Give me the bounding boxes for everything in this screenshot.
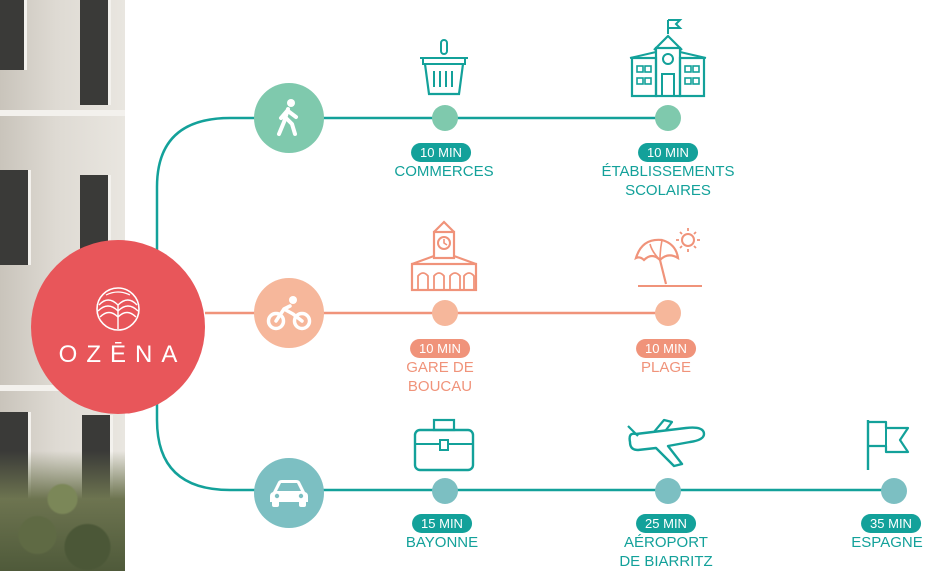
car-line	[155, 390, 895, 492]
time-badge: 35 MIN	[861, 514, 921, 533]
brand-name: OZĒNA	[58, 341, 187, 368]
destination-label: ÉTABLISSEMENTS SCOLAIRES	[601, 162, 734, 200]
destination-label: ESPAGNE	[851, 533, 922, 552]
label-line: GARE DE	[406, 359, 474, 376]
ozena-emblem-icon	[96, 287, 140, 331]
pedestrian-icon	[277, 99, 298, 136]
label-line: BOUCAU	[407, 378, 473, 395]
time-badge: 25 MIN	[636, 514, 696, 533]
balcony-trim	[0, 110, 125, 116]
label-line: COMMERCES	[394, 163, 494, 180]
bicycle-icon	[266, 296, 312, 331]
destination-label: GARE DE BOUCAU	[406, 358, 474, 396]
bike-mode-circle	[254, 278, 324, 348]
flag-icon	[866, 420, 910, 470]
bike-stop-dot	[655, 300, 681, 326]
car-stop-dot	[432, 478, 458, 504]
window	[0, 0, 27, 70]
briefcase-icon	[413, 418, 475, 472]
time-badge: 10 MIN	[410, 339, 470, 358]
car-mode-circle	[254, 458, 324, 528]
greenery	[0, 451, 125, 571]
walk-stop-dot	[432, 105, 458, 131]
time-badge: 15 MIN	[412, 514, 472, 533]
time-badge: 10 MIN	[638, 143, 698, 162]
airplane-icon	[627, 418, 706, 468]
window	[0, 170, 31, 265]
walk-stop-dot	[655, 105, 681, 131]
label-line: ESPAGNE	[851, 534, 923, 551]
ozena-logo: OZĒNA	[31, 240, 205, 414]
label-line: PLAGE	[640, 359, 692, 376]
time-badge: 10 MIN	[636, 339, 696, 358]
destination-label: COMMERCES	[394, 162, 493, 181]
train-station-icon	[410, 220, 478, 292]
destination-label: BAYONNE	[406, 533, 478, 552]
car-stop-dot	[655, 478, 681, 504]
destination-label: PLAGE	[641, 358, 691, 377]
label-line: SCOLAIRES	[625, 182, 711, 199]
bike-stop-dot	[432, 300, 458, 326]
label-line: DE BIARRITZ	[619, 553, 713, 570]
school-building-icon	[629, 19, 707, 98]
car-icon	[270, 480, 308, 507]
shopping-basket-icon	[420, 39, 468, 96]
destination-label: AÉROPORT DE BIARRITZ	[619, 533, 712, 571]
label-line: AÉROPORT	[624, 534, 708, 551]
car-stop-dot	[881, 478, 907, 504]
label-line: BAYONNE	[405, 534, 479, 551]
window	[80, 0, 111, 105]
time-badge: 10 MIN	[411, 143, 471, 162]
label-line: ÉTABLISSEMENTS	[601, 163, 735, 180]
walk-line	[155, 116, 668, 265]
walk-mode-circle	[254, 83, 324, 153]
beach-umbrella-icon	[634, 228, 702, 287]
